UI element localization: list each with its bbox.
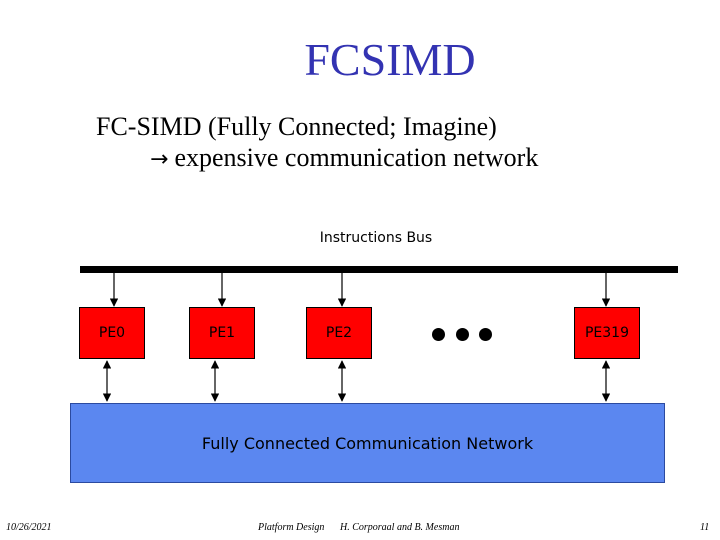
instructions-bus — [80, 266, 678, 273]
dot — [479, 327, 492, 341]
footer-title: Platform Design — [258, 522, 325, 533]
pe-box-2: PE2 — [306, 307, 372, 359]
slide-title: FCSIMD — [304, 34, 476, 85]
dot — [455, 327, 469, 341]
footer-authors: H. Corporaal and B. Mesman — [340, 522, 460, 533]
bullet-line-2-text: expensive communication network — [174, 143, 539, 172]
bullet-line-1: FC-SIMD (Fully Connected; Imagine) — [96, 112, 497, 141]
pe-box-0: PE0 — [79, 307, 145, 359]
bullet-line-2: →expensive communication network — [150, 143, 538, 175]
dot — [432, 327, 445, 341]
arrow-right-icon: → — [150, 147, 169, 172]
pe-box-319: PE319 — [574, 307, 640, 359]
page-number: 11 — [700, 522, 710, 533]
footer-date: 10/26/2021 — [6, 522, 52, 533]
instructions-bus-label: Instructions Bus — [319, 230, 433, 246]
network-label: Fully Connected Communication Network — [201, 433, 534, 453]
ellipsis-dots-icon — [432, 327, 492, 341]
pe-box-1: PE1 — [189, 307, 255, 359]
communication-network-box: Fully Connected Communication Network — [70, 403, 665, 483]
